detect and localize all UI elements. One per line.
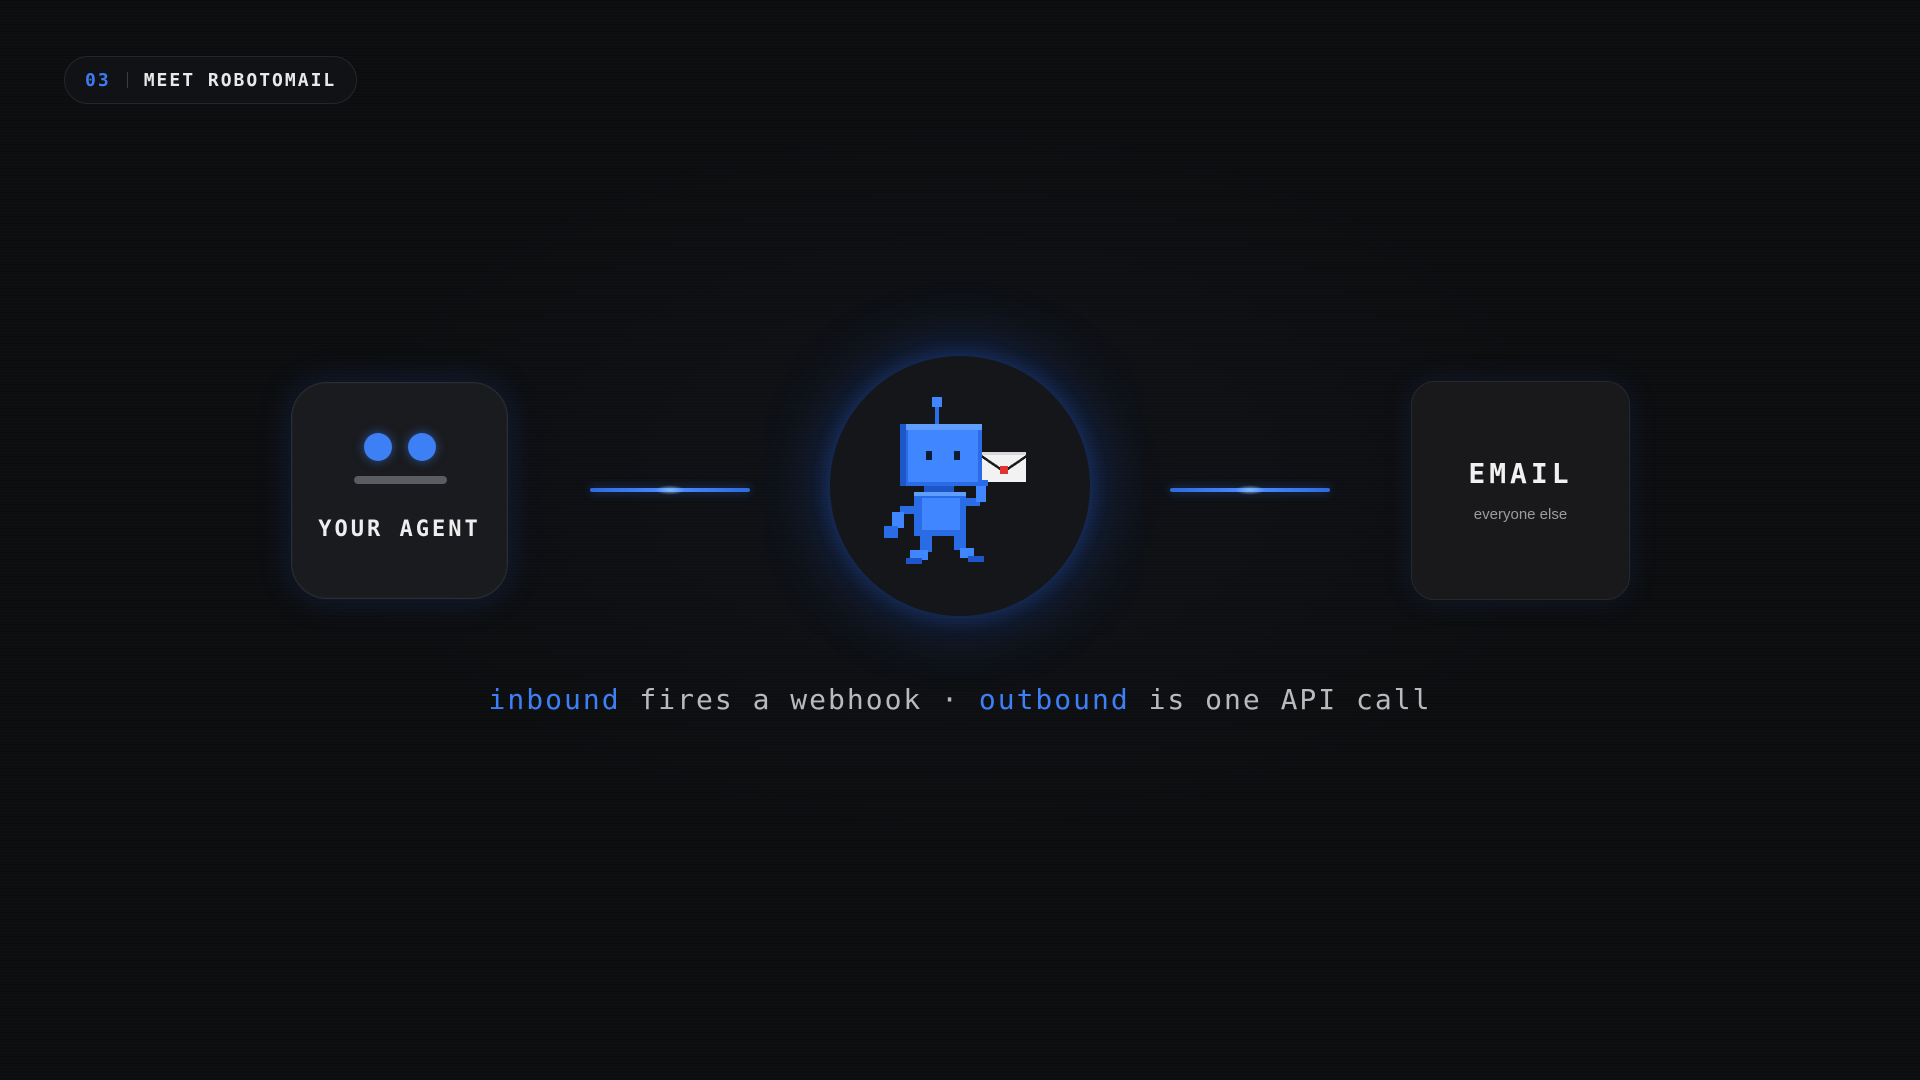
eyes-icon <box>364 433 438 463</box>
right-eye <box>408 433 436 461</box>
caption-api-text: is one API call <box>1129 683 1432 716</box>
caption-outbound: outbound <box>978 683 1130 716</box>
section-title: MEET ROBOTOMAIL <box>143 69 337 91</box>
section-badge: 03 MEET ROBOTOMAIL <box>64 56 358 104</box>
agent-label: YOUR AGENT <box>318 517 481 542</box>
section-number: 03 <box>85 69 111 91</box>
caption-inbound: inbound <box>488 683 621 716</box>
email-subtitle: everyone else <box>1473 506 1568 523</box>
agent-card: YOUR AGENT <box>291 382 508 599</box>
mouth-bar <box>354 476 447 484</box>
left-eye <box>364 433 392 461</box>
section-divider <box>126 72 128 88</box>
caption: inbound fires a webhook · outbound is on… <box>0 683 1920 716</box>
robot-mail-icon <box>884 397 1026 564</box>
connector-left <box>590 485 750 495</box>
caption-webhook-text: fires a webhook · <box>620 683 979 716</box>
email-title: EMAIL <box>1468 457 1573 490</box>
email-card: EMAIL everyone else <box>1411 381 1630 600</box>
connector-right <box>1170 485 1330 495</box>
